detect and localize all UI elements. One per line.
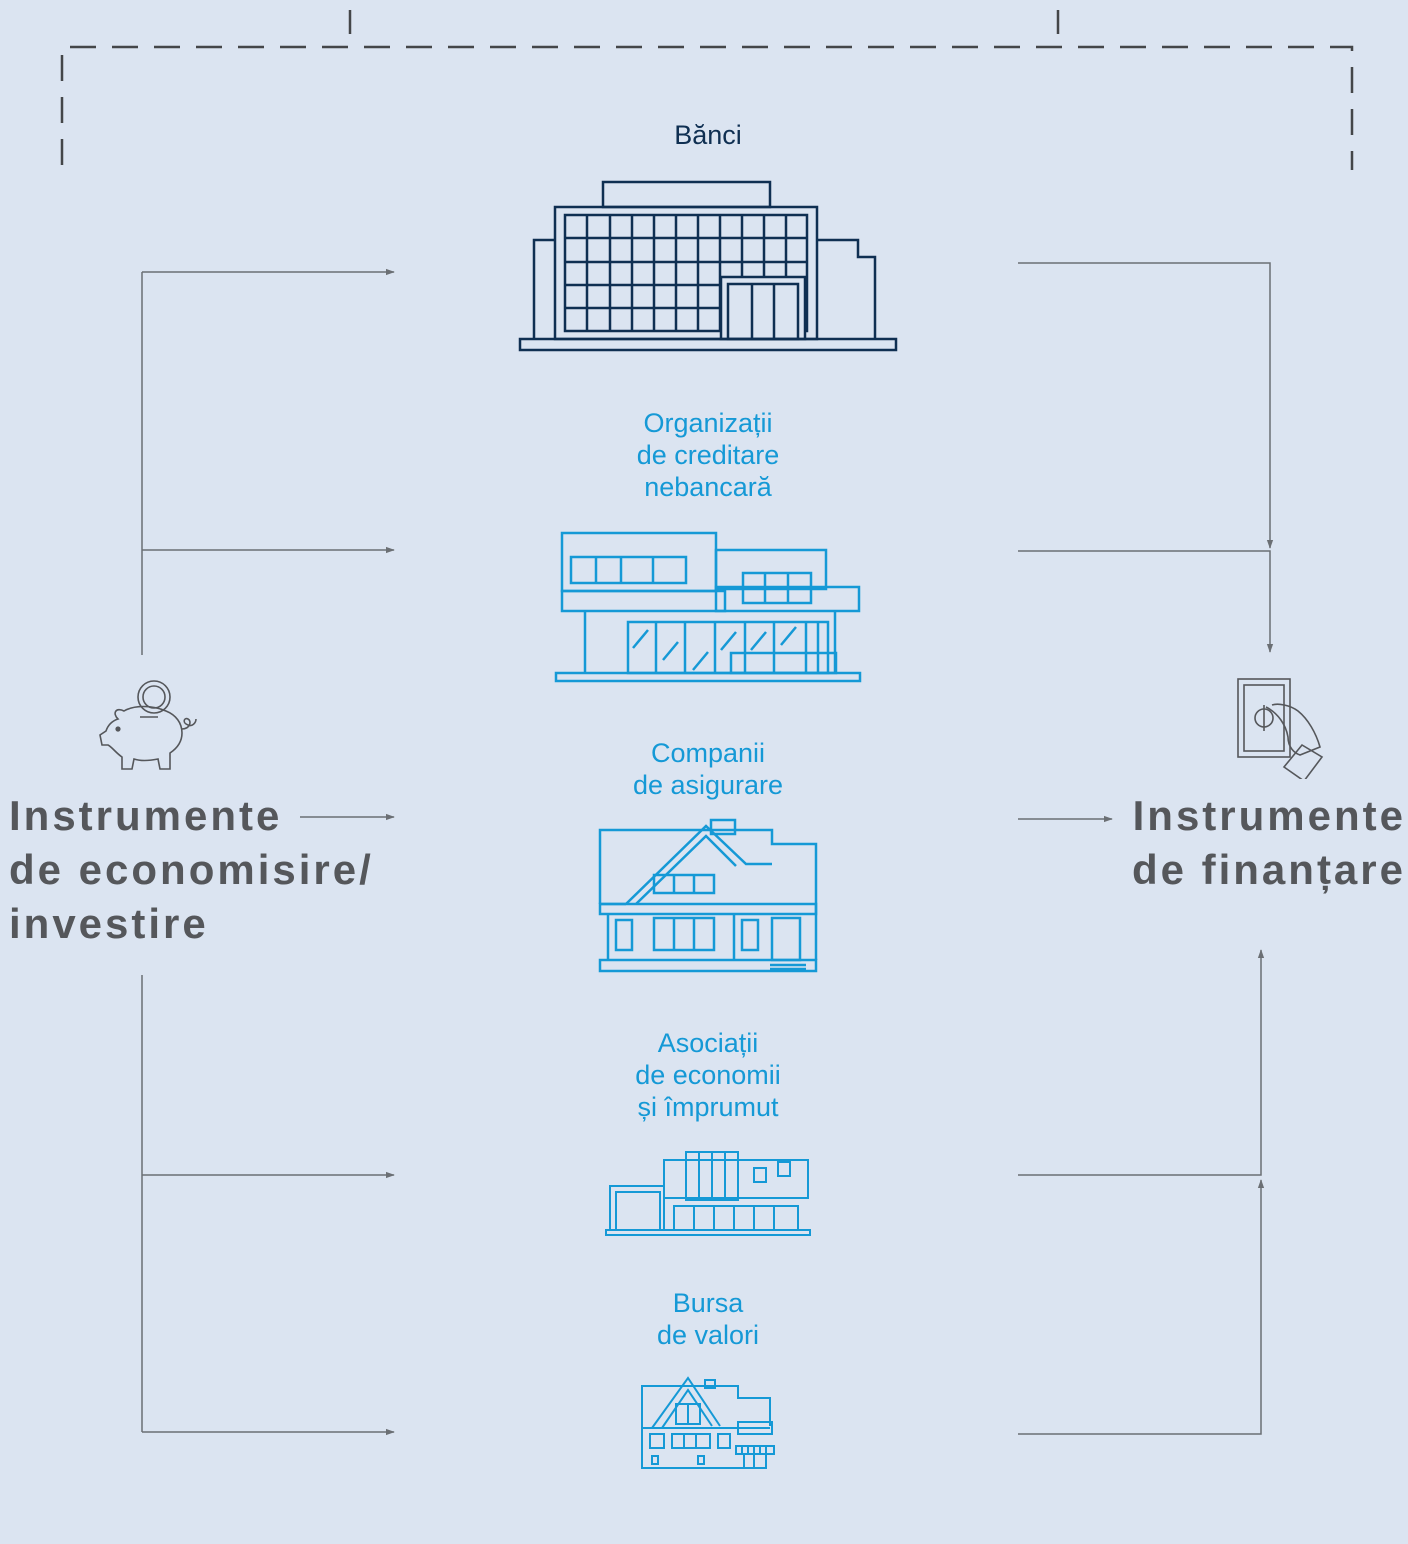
left-node-label: Instrumente de economisire/ investire — [9, 792, 374, 947]
arrow-from-banci — [1018, 262, 1274, 549]
right-node-label: Instrumente de finanțare — [1131, 792, 1406, 893]
low-building-icon — [605, 1151, 811, 1236]
left-connectors — [141, 268, 395, 1436]
hand-money-icon — [1237, 678, 1324, 779]
label-bursa: Bursa de valori — [656, 1288, 760, 1350]
arrow-from-ocn — [1018, 550, 1274, 653]
villa-icon — [641, 1376, 775, 1469]
dashed-bracket — [60, 10, 1354, 170]
arrow-from-bursa — [1018, 1179, 1265, 1435]
label-asociatii: Asociații de economii și împrumut — [635, 1028, 781, 1122]
modern-office-icon — [554, 531, 862, 683]
arrow-from-asociatii — [1018, 949, 1265, 1176]
label-asigurare: Companii de asigurare — [632, 738, 784, 800]
bank-building-icon — [518, 180, 898, 352]
label-ocn: Organizații de creditare nebancară — [636, 408, 780, 502]
right-connectors — [1018, 262, 1274, 1435]
house-icon — [598, 818, 818, 973]
label-banci: Bănci — [674, 120, 742, 150]
piggy-bank-icon — [99, 680, 197, 770]
